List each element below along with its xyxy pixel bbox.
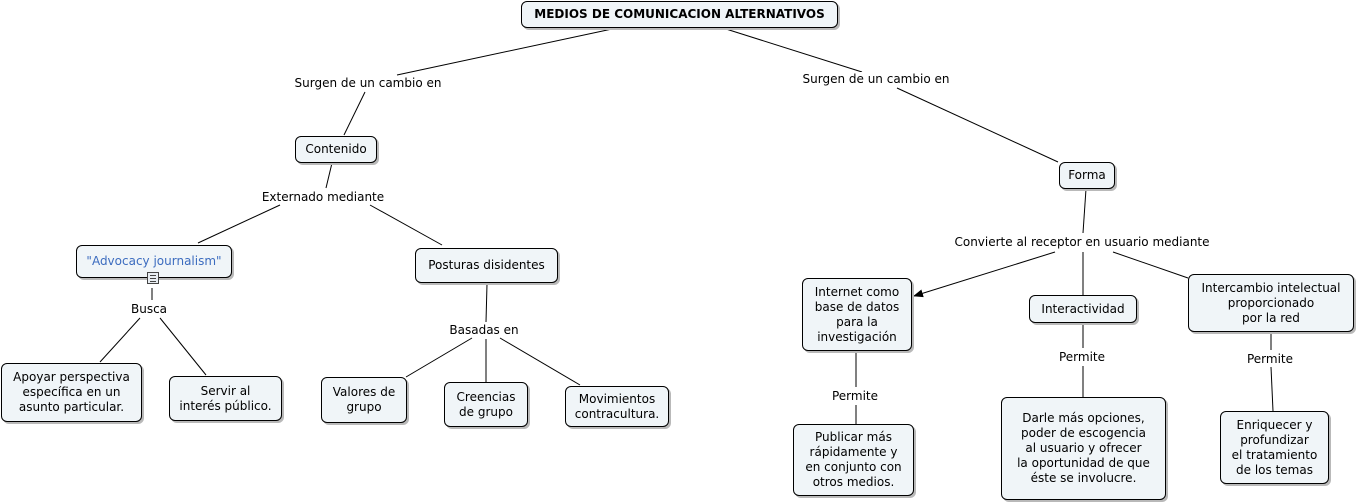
link-permite-interactividad: Permite: [1056, 350, 1108, 364]
link-busca: Busca: [128, 302, 170, 316]
link-surgen-right: Surgen de un cambio en: [800, 72, 952, 86]
line-forma-convierte: [1082, 188, 1087, 234]
link-convierte: Convierte al receptor en usuario mediant…: [952, 235, 1212, 249]
line-convierte-internet: [913, 251, 1056, 298]
concept-interactividad[interactable]: Interactividad: [1029, 295, 1137, 323]
concept-posturas-disidentes[interactable]: Posturas disidentes: [415, 248, 558, 283]
line-contenido-externado: [325, 162, 333, 189]
line-permite-enriquecer: [1270, 366, 1274, 412]
concept-internet-base-datos[interactable]: Internet como base de datos para la inve…: [802, 278, 912, 351]
line-busca-servir: [159, 317, 207, 376]
link-permite-internet: Permite: [829, 389, 881, 403]
link-surgen-left: Surgen de un cambio en: [292, 76, 444, 90]
line-surgen-left-contenido: [343, 91, 366, 136]
concept-creencias-grupo[interactable]: Creencias de grupo: [444, 382, 528, 427]
line-root-surgen-left: [396, 28, 613, 76]
concept-publicar-rapidamente[interactable]: Publicar más rápidamente y en conjunto c…: [793, 424, 914, 496]
line-posturas-basadas: [485, 283, 488, 323]
concept-apoyar-perspectiva[interactable]: Apoyar perspectiva específica en un asun…: [1, 363, 142, 422]
concept-contenido[interactable]: Contenido: [295, 136, 377, 163]
document-list-icon[interactable]: [147, 272, 159, 284]
concept-advocacy-journalism[interactable]: "Advocacy journalism": [76, 245, 232, 278]
line-root-surgen-right: [725, 28, 863, 73]
concept-valores-grupo[interactable]: Valores de grupo: [321, 377, 407, 423]
link-permite-intercambio: Permite: [1244, 352, 1296, 366]
line-busca-apoyar: [99, 317, 141, 363]
concept-forma[interactable]: Forma: [1059, 162, 1115, 189]
concept-movimientos-contracultura[interactable]: Movimientos contracultura.: [565, 386, 669, 427]
line-basadas-valores: [405, 337, 473, 378]
concept-servir-interes[interactable]: Servir al interés público.: [169, 376, 282, 421]
concept-enriquecer-temas[interactable]: Enriquecer y profundizar el tratamiento …: [1220, 411, 1329, 484]
line-surgen-right-forma: [896, 87, 1059, 163]
concept-root[interactable]: MEDIOS DE COMUNICACION ALTERNATIVOS: [521, 1, 838, 28]
line-convierte-intercambio: [1112, 251, 1189, 279]
concept-intercambio-intelectual[interactable]: Intercambio intelectual proporcionado po…: [1188, 274, 1354, 332]
line-basadas-movimientos: [499, 337, 581, 386]
line-externado-posturas: [369, 204, 443, 246]
line-externado-advocacy: [197, 204, 281, 244]
link-externado: Externado mediante: [259, 190, 387, 204]
concept-darle-opciones[interactable]: Darle más opciones, poder de escogencia …: [1001, 397, 1166, 500]
link-basadas: Basadas en: [447, 323, 521, 337]
